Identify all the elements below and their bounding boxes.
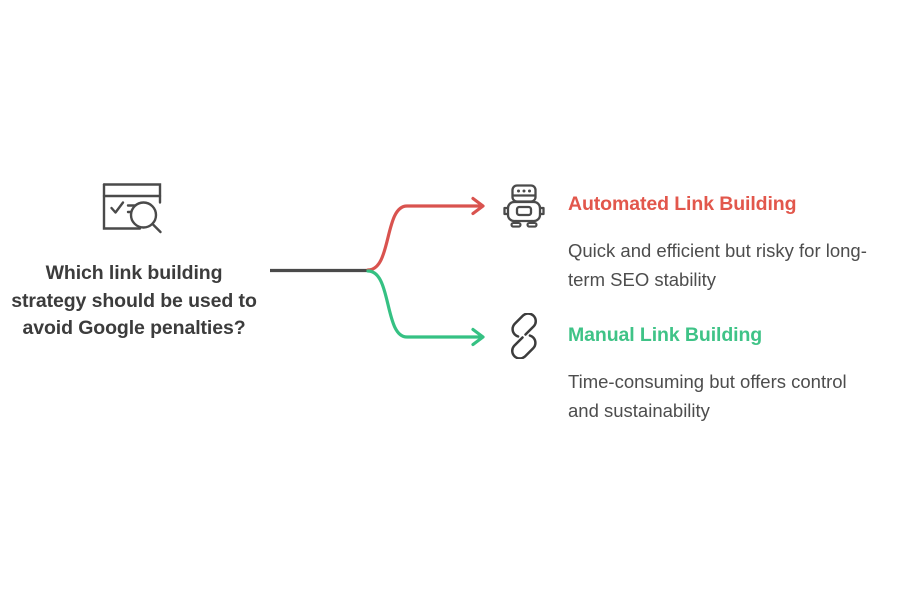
branch-automated-header: Automated Link Building: [500, 181, 880, 229]
arrow-head-manual: [471, 327, 485, 347]
branch-manual-title: Manual Link Building: [568, 324, 763, 347]
arrow-head-automated: [471, 196, 485, 216]
root-node: Which link building strategy should be u…: [8, 176, 260, 343]
connector-automated: [366, 204, 483, 272]
branch-automated-title: Automated Link Building: [568, 193, 797, 216]
branch-automated-description: Quick and efficient but risky for long-t…: [568, 240, 867, 290]
connector-manual: [366, 269, 483, 339]
chain-link-icon: [500, 312, 548, 360]
branch-manual-description: Time-consuming but offers control and su…: [568, 371, 847, 421]
robot-icon: [500, 181, 548, 229]
branch-manual[interactable]: Manual Link Building Time-consuming but …: [500, 312, 880, 425]
root-question-label: Which link building strategy should be u…: [11, 262, 257, 340]
branch-automated[interactable]: Automated Link Building Quick and effici…: [500, 181, 880, 294]
branch-manual-header: Manual Link Building: [500, 312, 880, 360]
browser-search-icon: [96, 176, 172, 238]
